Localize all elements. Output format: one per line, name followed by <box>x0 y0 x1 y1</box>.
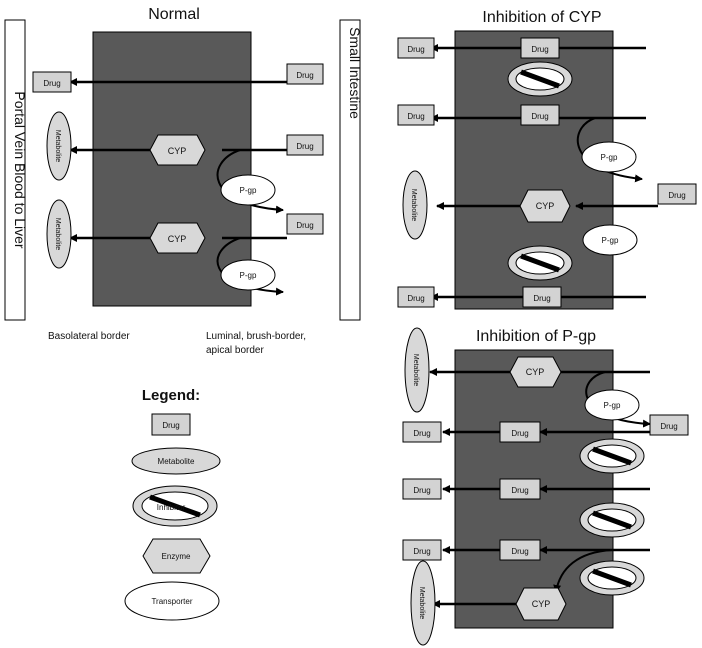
pgp-efflux-arrow <box>216 237 284 296</box>
drug-label: Drug <box>660 422 677 431</box>
cyp-shunt-arrow <box>553 549 613 593</box>
luminal-label-1: Luminal, brush-border, <box>206 331 306 342</box>
cyp-inhibition-title: Inhibition of CYP <box>482 9 601 26</box>
cyp-label: CYP <box>168 146 187 156</box>
small-intestine-label: Small Intestine <box>347 27 363 119</box>
pgp-label: P-gp <box>601 153 618 162</box>
pgp-transporter <box>220 174 276 206</box>
drug-label: Drug <box>511 547 528 556</box>
pgp-label: P-gp <box>240 186 257 195</box>
portal-vein-bar <box>4 19 26 321</box>
pgp-transporter <box>582 224 638 256</box>
cyp-label: CYP <box>532 599 551 609</box>
cyp-label: CYP <box>168 234 187 244</box>
metabolite-label: Metabolite <box>410 189 417 221</box>
metabolite-oval <box>410 560 436 646</box>
drug-box <box>522 286 562 308</box>
drug-label: Drug <box>531 45 548 54</box>
pgp-transporter <box>581 141 637 173</box>
drug-label: Drug <box>413 547 430 556</box>
cyp-label: CYP <box>526 367 545 377</box>
inhibitor-symbol <box>579 438 645 474</box>
drug-box <box>402 478 442 500</box>
drug-box <box>499 539 541 561</box>
legend-title: Legend: <box>142 387 200 404</box>
drug-box <box>499 478 541 500</box>
drug-box <box>520 104 560 126</box>
inhibitor-symbol <box>507 245 573 281</box>
pgp-label: P-gp <box>602 236 619 245</box>
pgp-efflux-arrow <box>216 149 284 214</box>
pgp-label: P-gp <box>240 271 257 280</box>
inhibitor-symbol <box>507 61 573 97</box>
drug-box <box>32 71 72 93</box>
drug-box <box>402 421 442 443</box>
legend-enzyme-icon <box>142 538 211 574</box>
drug-label: Drug <box>43 79 60 88</box>
metabolite-label: Metabolite <box>54 130 61 162</box>
drug-label: Drug <box>296 71 313 80</box>
legend-metabolite-icon <box>131 447 221 475</box>
drug-label: Drug <box>407 112 424 121</box>
cyp-label: CYP <box>536 201 555 211</box>
drug-box <box>397 286 435 308</box>
drug-label: Drug <box>296 221 313 230</box>
cyp-enzyme <box>509 356 562 388</box>
drug-label: Drug <box>407 45 424 54</box>
drug-label: Drug <box>531 112 548 121</box>
drug-box <box>286 63 324 85</box>
drug-label: Drug <box>407 294 424 303</box>
legend-enzyme-label: Enzyme <box>162 552 191 561</box>
normal-title: Normal <box>148 6 200 23</box>
basolateral-label: Basolateral border <box>48 331 130 342</box>
drug-label: Drug <box>296 142 313 151</box>
metabolite-label: Metabolite <box>412 354 419 386</box>
inhibitor-symbol <box>579 502 645 538</box>
pgp-efflux-arrow <box>576 117 643 183</box>
drug-label: Drug <box>413 486 430 495</box>
legend-inhibitor-icon <box>132 485 218 527</box>
pgp-transporter <box>584 389 640 421</box>
pgp-transporter <box>220 259 276 291</box>
drug-box <box>286 134 324 156</box>
metabolite-label: Metabolite <box>418 587 425 619</box>
drug-box <box>402 539 442 561</box>
inhibitor-symbol <box>579 560 645 596</box>
metabolite-oval <box>46 111 72 181</box>
drug-label: Drug <box>511 429 528 438</box>
metabolite-label: Metabolite <box>54 218 61 250</box>
legend-drug-icon <box>151 413 191 436</box>
metabolite-oval <box>404 327 430 413</box>
drug-box <box>649 414 689 436</box>
luminal-label-2: apical border <box>206 345 264 356</box>
drug-box <box>657 183 697 205</box>
drug-box <box>499 421 541 443</box>
drug-box <box>397 37 435 59</box>
drug-label: Drug <box>533 294 550 303</box>
normal-cell <box>92 31 252 307</box>
legend-transporter-icon <box>124 581 220 621</box>
drug-label: Drug <box>511 486 528 495</box>
portal-vein-label: Portal Vein Blood to Liver <box>12 91 28 249</box>
cyp-enzyme <box>149 222 206 254</box>
cyp-enzyme <box>149 134 206 166</box>
drug-box <box>397 104 435 126</box>
legend-drug-label: Drug <box>162 421 179 430</box>
drug-label: Drug <box>413 429 430 438</box>
metabolite-oval <box>46 199 72 269</box>
legend-inhibitor-label: Inhibitor <box>157 503 186 512</box>
pgp-inhibition-title: Inhibition of P-gp <box>476 328 596 345</box>
legend-transporter-label: Transporter <box>151 597 192 606</box>
drug-box <box>286 213 324 235</box>
cyp-enzyme <box>519 189 571 223</box>
small-intestine-bar <box>339 19 361 321</box>
drug-box <box>520 37 560 59</box>
cyp-enzyme <box>515 587 567 621</box>
metabolite-oval <box>402 170 428 240</box>
legend-metabolite-label: Metabolite <box>158 457 195 466</box>
pgp-label: P-gp <box>604 401 621 410</box>
drug-label: Drug <box>668 191 685 200</box>
